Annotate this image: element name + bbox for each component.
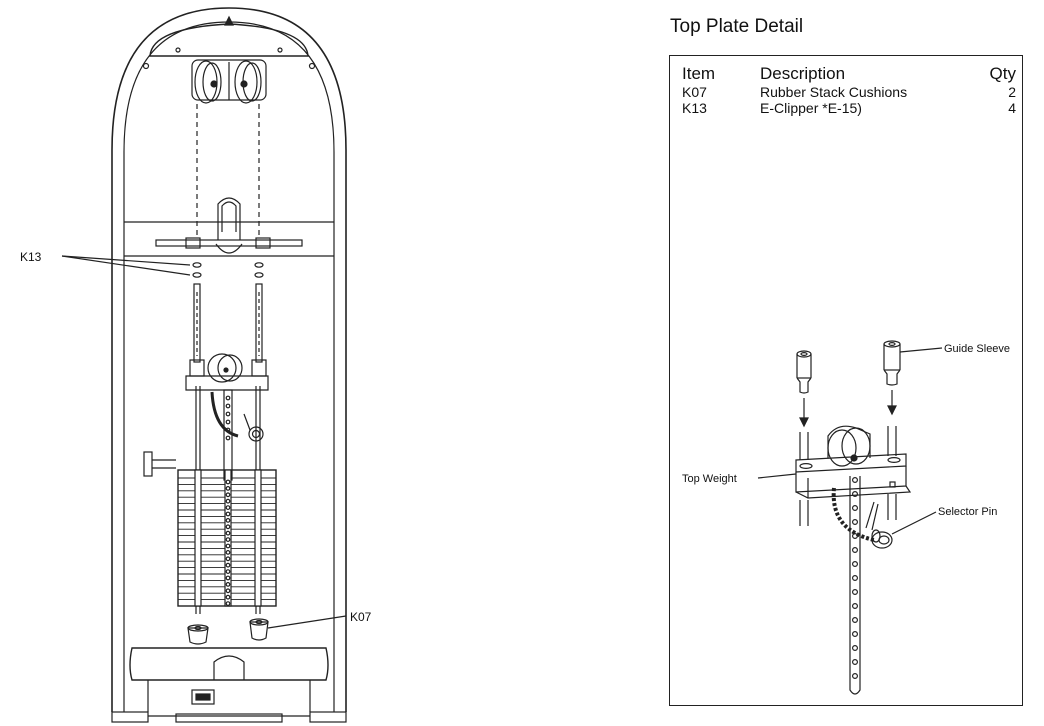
selector-pin xyxy=(865,501,893,549)
header-description: Description xyxy=(760,64,846,83)
side-adjust-handle xyxy=(143,451,176,477)
stack-channel xyxy=(254,469,262,607)
selector-hole xyxy=(225,518,231,523)
detail-title: Top Plate Detail xyxy=(670,16,804,37)
top-weight-pulley xyxy=(827,425,871,467)
selector-stem xyxy=(210,389,264,481)
top-weight-leader xyxy=(757,473,797,479)
frame-foot-right xyxy=(309,711,347,723)
row-qty: 2 xyxy=(1008,84,1016,100)
weight-stack xyxy=(177,469,277,607)
row-description: E-Clipper *E-15) xyxy=(760,100,862,116)
selector-hole xyxy=(225,505,231,511)
selector-hole xyxy=(225,537,231,542)
selector-hole xyxy=(225,569,231,574)
selector-hole xyxy=(225,524,231,530)
selector-hole xyxy=(225,562,231,568)
cross-bar xyxy=(155,239,303,247)
label-top-weight: Top Weight xyxy=(682,473,737,485)
machine-base xyxy=(129,647,329,712)
table-row: K13 E-Clipper *E-15) 4 xyxy=(682,100,1016,116)
table-row: K07 Rubber Stack Cushions 2 xyxy=(682,84,1016,100)
detail-panel: Item Description Qty K07 Rubber Stack Cu… xyxy=(669,55,1023,706)
selector-hole xyxy=(225,582,231,587)
callout-k13-leader-2 xyxy=(61,255,191,276)
selector-hole xyxy=(225,530,231,536)
selector-pin-leader xyxy=(891,511,937,535)
label-guide-sleeve: Guide Sleeve xyxy=(944,343,1010,355)
frame-arch-inner xyxy=(123,21,335,712)
clips-k13 xyxy=(192,262,264,278)
machine-exploded-view: K13 K07 xyxy=(20,7,372,723)
callout-k07-leader xyxy=(267,615,347,629)
row-description: Rubber Stack Cushions xyxy=(760,84,908,100)
frame-foot-left xyxy=(111,711,149,723)
guide-sleeve-left xyxy=(796,350,812,394)
guide-sleeve-leader xyxy=(899,347,943,353)
guide-rods xyxy=(193,283,263,470)
selector-hole xyxy=(225,550,231,555)
callout-k13-leader-1 xyxy=(61,255,191,266)
header-item: Item xyxy=(682,64,716,83)
selector-hole xyxy=(225,543,231,549)
stack-cushions-k07 xyxy=(187,606,269,645)
header-qty: Qty xyxy=(989,64,1016,83)
selector-hole xyxy=(225,511,231,517)
stack-channel xyxy=(194,469,202,607)
selector-hole xyxy=(225,492,231,498)
top-plate-detail-drawing: Guide Sleeve Top Weight Selector Pin xyxy=(682,340,1010,695)
selector-hole xyxy=(225,479,231,485)
guide-sleeve-right xyxy=(883,340,901,386)
selector-hole xyxy=(225,575,231,581)
selector-hole xyxy=(225,486,231,491)
top-pulley-assembly xyxy=(191,59,267,104)
selector-hole xyxy=(225,601,231,606)
callout-k13: K13 xyxy=(20,250,42,264)
row-item: K07 xyxy=(682,84,707,100)
selector-hole xyxy=(225,594,231,600)
callout-k07: K07 xyxy=(350,610,372,624)
top-weight-plate xyxy=(795,453,912,499)
row-item: K13 xyxy=(682,100,707,116)
selector-hole xyxy=(225,588,231,594)
frame-arch xyxy=(111,7,347,712)
top-mounting-plate xyxy=(149,23,309,57)
selector-pin-lanyard xyxy=(831,487,875,542)
selector-hole xyxy=(225,556,231,562)
selector-hole xyxy=(225,498,231,504)
label-selector-pin: Selector Pin xyxy=(938,506,997,518)
parts-table: Item Description Qty K07 Rubber Stack Cu… xyxy=(682,64,1016,116)
selector-stem xyxy=(849,476,861,695)
top-weight xyxy=(185,353,269,391)
row-qty: 4 xyxy=(1008,100,1016,116)
parts-table-header: Item Description Qty xyxy=(682,64,1016,84)
